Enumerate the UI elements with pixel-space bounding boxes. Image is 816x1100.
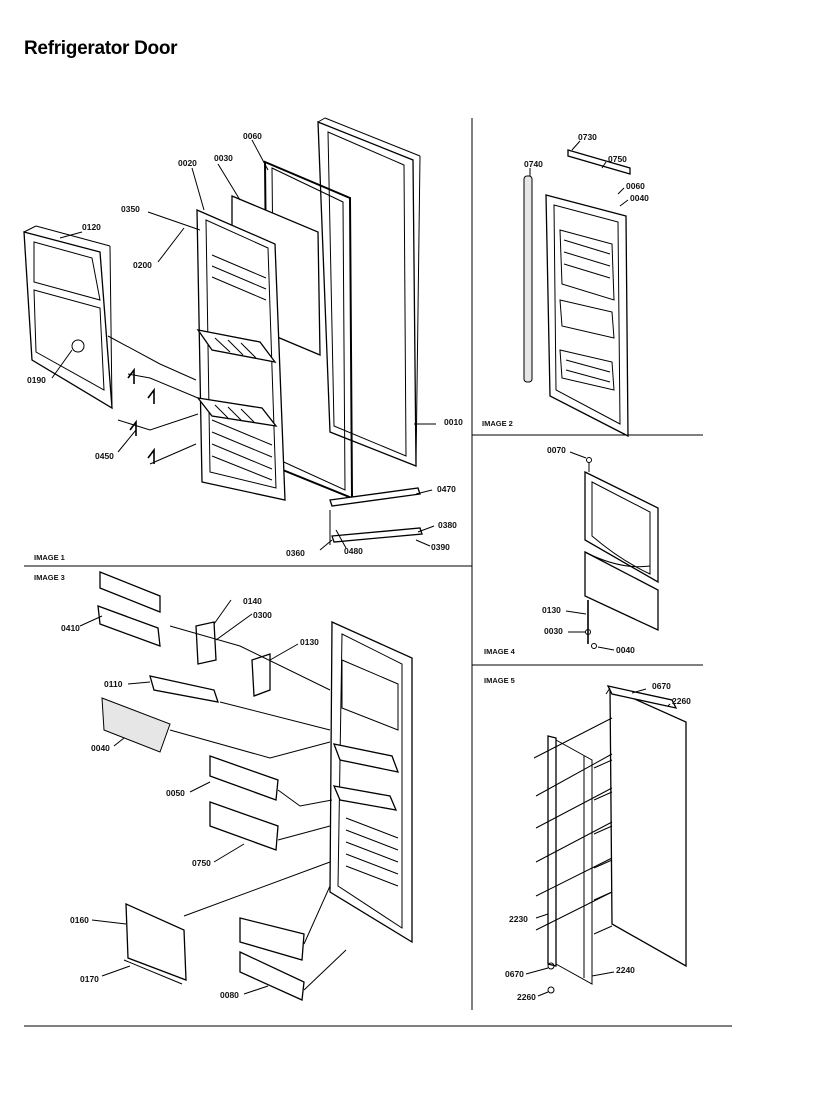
callout-0070: 0070 [547, 445, 566, 455]
callout-0110: 0110 [104, 679, 123, 689]
image5-label: IMAGE 5 [484, 676, 515, 685]
callout-0670-b: 0670 [505, 969, 524, 979]
callout-2260-b: 2260 [517, 992, 536, 1002]
image4-callouts: 0070 0130 0030 0040 IMAGE 4 [484, 445, 635, 656]
callout-0450: 0450 [95, 451, 114, 461]
callout-0040: 0040 [630, 193, 649, 203]
callout-0740: 0740 [524, 159, 543, 169]
callout-0030: 0030 [544, 626, 563, 636]
callout-0380: 0380 [438, 520, 457, 530]
callout-0170: 0170 [80, 974, 99, 984]
callout-0060: 0060 [626, 181, 645, 191]
callout-2230: 2230 [509, 914, 528, 924]
image3-drawing [79, 571, 413, 1001]
callout-0130: 0130 [542, 605, 561, 615]
callout-0160: 0160 [70, 915, 89, 925]
image1-label: IMAGE 1 [34, 553, 65, 562]
callout-2260: 2260 [672, 696, 691, 706]
callout-0390: 0390 [431, 542, 450, 552]
image3-callouts: 0140 0300 0410 0130 0110 0040 0050 0750 … [34, 573, 319, 1000]
image1-callouts: 0060 0020 0030 0350 0120 0200 0190 0450 … [27, 131, 463, 562]
callout-0470: 0470 [437, 484, 456, 494]
callout-0410: 0410 [61, 623, 80, 633]
callout-0670: 0670 [652, 681, 671, 691]
callout-0120: 0120 [82, 222, 101, 232]
callout-0750: 0750 [192, 858, 211, 868]
callout-0030: 0030 [214, 153, 233, 163]
callout-0190: 0190 [27, 375, 46, 385]
callout-0360: 0360 [286, 548, 305, 558]
callout-0010: 0010 [444, 417, 463, 427]
callout-0200: 0200 [133, 260, 152, 270]
image2-callouts: 0730 0740 0750 0060 0040 IMAGE 2 [482, 132, 649, 428]
callout-0730: 0730 [578, 132, 597, 142]
callout-0750: 0750 [608, 154, 627, 164]
callout-0040: 0040 [616, 645, 635, 655]
image4-drawing [565, 451, 659, 651]
callout-0350: 0350 [121, 204, 140, 214]
callout-0020: 0020 [178, 158, 197, 168]
callout-0480: 0480 [344, 546, 363, 556]
callout-0130: 0130 [300, 637, 319, 647]
page-title: Refrigerator Door [24, 38, 178, 59]
callout-0080: 0080 [220, 990, 239, 1000]
callout-0140: 0140 [243, 596, 262, 606]
callout-0060: 0060 [243, 131, 262, 141]
callout-0050: 0050 [166, 788, 185, 798]
image1-drawing [23, 117, 436, 551]
image3-label: IMAGE 3 [34, 573, 65, 582]
image5-drawing [525, 685, 687, 997]
image5-callouts: 0670 2260 2230 0670 2240 2260 IMAGE 5 [484, 676, 691, 1002]
callout-2240: 2240 [616, 965, 635, 975]
callout-0040: 0040 [91, 743, 110, 753]
image2-label: IMAGE 2 [482, 419, 513, 428]
panel-dividers [24, 118, 732, 1027]
callout-0300: 0300 [253, 610, 272, 620]
image4-label: IMAGE 4 [484, 647, 516, 656]
image2-drawing [523, 140, 631, 438]
